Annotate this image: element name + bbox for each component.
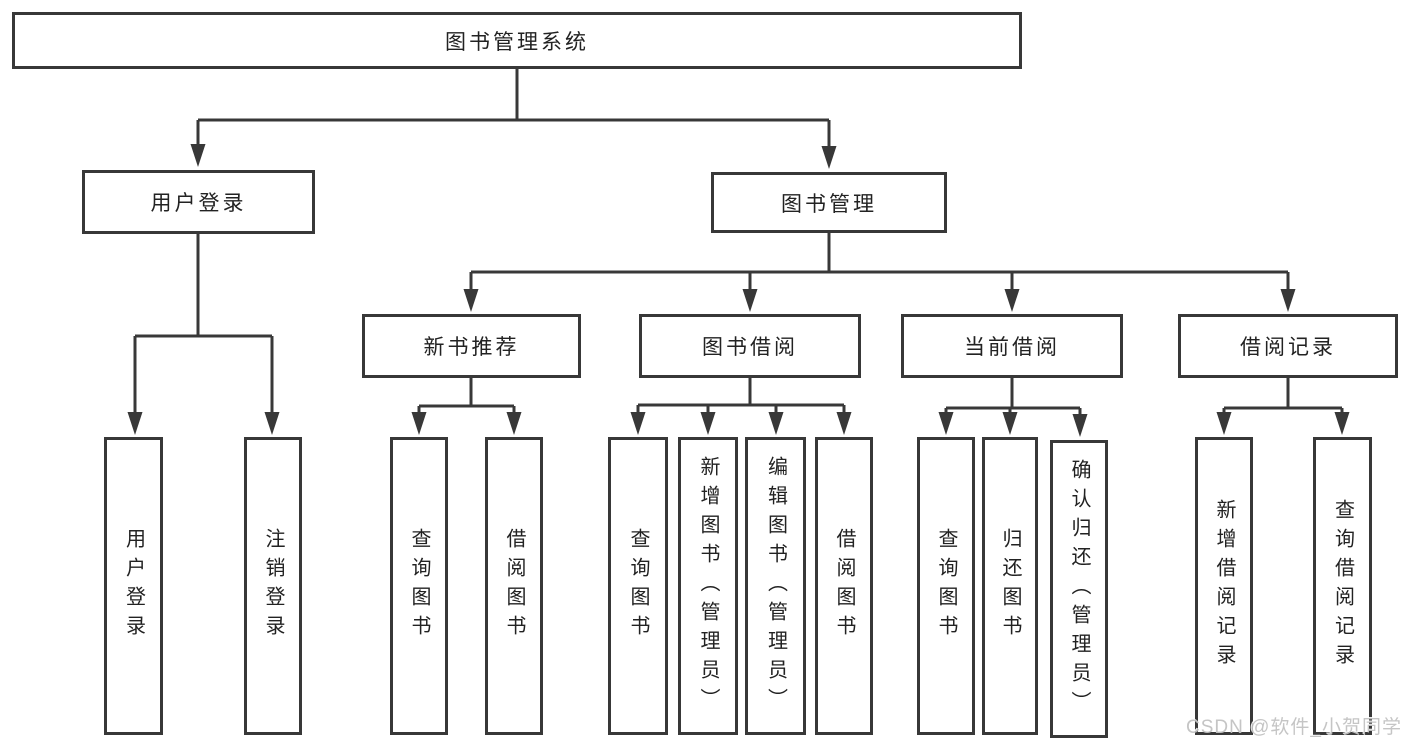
node-borrowing-records: 借阅记录 [1178, 314, 1398, 378]
arrowhead [836, 412, 852, 435]
arrowhead [1334, 412, 1350, 435]
arrowhead [463, 289, 479, 312]
node-label: 注销登录 [262, 528, 284, 644]
leaf-borrow-query-books: 查询图书 [608, 437, 668, 735]
node-label: 新增借阅记录 [1213, 499, 1235, 673]
arrowhead [742, 289, 758, 312]
node-book-management: 图书管理 [711, 172, 947, 233]
leaf-newbook-query-books: 查询图书 [390, 437, 448, 735]
arrowhead [821, 146, 837, 169]
leaf-user-login: 用户登录 [104, 437, 163, 735]
connector-path-mgmt-group [469, 233, 1290, 294]
leaf-borrow-add-books-admin: 新增图书（管理员） [678, 437, 738, 735]
leaf-newbook-borrow-books: 借阅图书 [485, 437, 543, 735]
arrowhead [127, 412, 143, 435]
leaf-logout: 注销登录 [244, 437, 302, 735]
node-library-management-system: 图书管理系统 [12, 12, 1022, 69]
connector-path-login-group [133, 234, 274, 417]
arrowhead [630, 412, 646, 435]
node-label: 新书推荐 [423, 336, 520, 359]
leaf-current-query-books: 查询图书 [917, 437, 975, 735]
node-label: 查询借阅记录 [1331, 499, 1354, 673]
arrowhead [264, 412, 280, 435]
node-label: 查询图书 [627, 528, 649, 644]
leaf-borrow-borrow-books: 借阅图书 [815, 437, 873, 735]
node-label: 用户登录 [150, 192, 247, 215]
leaf-borrow-edit-books-admin: 编辑图书（管理员） [745, 437, 806, 735]
node-new-book-recommendation: 新书推荐 [362, 314, 581, 378]
arrowhead [1072, 414, 1088, 437]
arrowhead [700, 412, 716, 435]
leaf-records-query-borrow-record: 查询借阅记录 [1313, 437, 1372, 735]
arrowhead [190, 144, 206, 167]
connector-path-root [196, 69, 831, 151]
node-label: 借阅图书 [833, 528, 855, 644]
arrowhead [768, 412, 784, 435]
node-label: 编辑图书（管理员） [764, 455, 787, 717]
node-label: 新增图书（管理员） [697, 455, 719, 717]
arrowhead [938, 412, 954, 435]
node-label: 查询图书 [935, 528, 957, 644]
arrowhead [506, 412, 522, 435]
node-label: 查询图书 [408, 528, 430, 644]
connector-path-borrow-group [636, 378, 846, 417]
node-label: 图书管理 [781, 192, 877, 216]
arrowhead [1002, 412, 1018, 435]
node-user-login: 用户登录 [82, 170, 315, 234]
node-label: 借阅记录 [1240, 336, 1336, 359]
node-book-borrowing: 图书借阅 [639, 314, 861, 378]
node-label: 借阅图书 [503, 528, 525, 644]
arrowhead [1004, 289, 1020, 312]
connector-path-record-group [1222, 378, 1344, 417]
node-current-borrowing: 当前借阅 [901, 314, 1123, 378]
leaf-records-add-borrow-record: 新增借阅记录 [1195, 437, 1253, 735]
leaf-current-confirm-return-admin: 确认归还（管理员） [1050, 440, 1108, 738]
csdn-watermark: CSDN @软件_小贺同学 [1186, 717, 1402, 738]
leaf-current-return-books: 归还图书 [982, 437, 1038, 735]
node-label: 图书借阅 [702, 336, 798, 359]
node-label: 用户登录 [122, 528, 145, 644]
node-label: 当前借阅 [964, 336, 1060, 359]
connector-path-newbook-group [417, 378, 516, 417]
arrowhead [1280, 289, 1296, 312]
node-label: 确认归还（管理员） [1068, 458, 1090, 720]
arrowhead [1216, 412, 1232, 435]
node-label: 归还图书 [999, 528, 1021, 644]
arrowhead [411, 412, 427, 435]
node-label: 图书管理系统 [445, 30, 589, 54]
